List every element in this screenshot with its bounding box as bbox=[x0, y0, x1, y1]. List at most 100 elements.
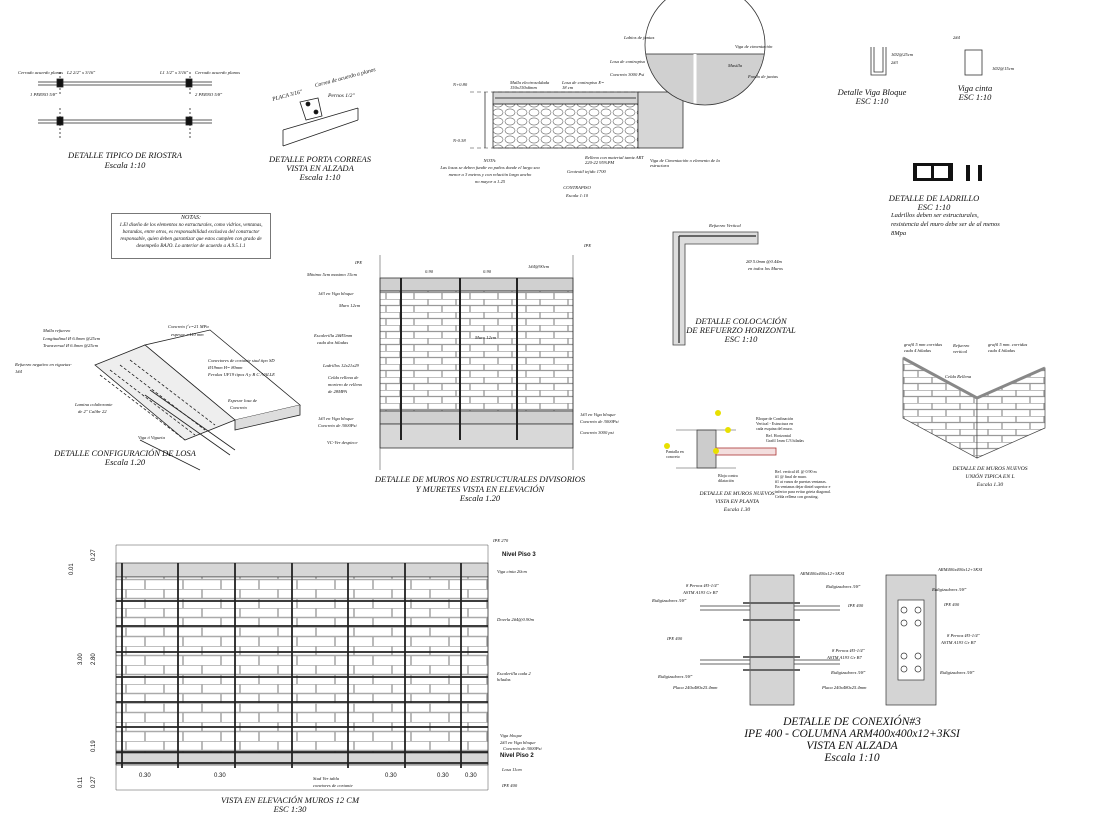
label: 1#4 bbox=[15, 369, 22, 374]
porta-correas-subtitle: VISTA EN ALZADA bbox=[286, 163, 354, 173]
label: Ridigizadores 3/8" bbox=[652, 598, 687, 603]
conexion-line3: VISTA EN ALZADA bbox=[806, 740, 898, 752]
ladrillo-note: 8Mpa bbox=[891, 230, 907, 237]
label: Refuerzo Vertical bbox=[709, 223, 741, 228]
label: ARM400x400x12+3KSI bbox=[938, 567, 983, 572]
muros-no-estructurales-subtitle: Y MURETES VISTA EN ELEVACIÓN bbox=[415, 484, 545, 494]
level-marker: Nivel Piso 2 bbox=[500, 753, 534, 759]
label: grafil 5 mm. corridas bbox=[988, 342, 1028, 347]
label: Losa 11cm bbox=[502, 767, 522, 772]
label: vertical bbox=[953, 349, 968, 354]
label: Concreto 3000 Psi bbox=[610, 72, 645, 77]
label: IPE bbox=[584, 243, 592, 248]
conexion-line2: IPE 400 - COLUMNA ARM400x400x12+3KSI bbox=[744, 728, 960, 740]
label: Viga ó Vigueta bbox=[138, 435, 165, 440]
label: 1Ø2@25cm bbox=[891, 52, 914, 57]
label: Muro 12cm bbox=[475, 335, 497, 340]
viga-bloque-title: Detalle Viga Bloque bbox=[837, 87, 907, 97]
label: Bloque de Confinación bbox=[756, 416, 794, 421]
conexion-title: DETALLE DE CONEXIÓN#3 bbox=[783, 716, 921, 728]
label: Escalerilla cada 2 bbox=[497, 671, 531, 676]
label: Pantalla en concreto bbox=[666, 449, 684, 459]
elevacion-scale: ESC 1:30 bbox=[273, 804, 307, 814]
label: Placa 240x480x25.4mm bbox=[822, 685, 867, 690]
label: L1 1/2" x 3/16" bbox=[160, 70, 189, 75]
dimension: 0.30 bbox=[139, 773, 151, 779]
label: Refuerzo bbox=[953, 343, 970, 348]
note-line: no mayor a 1.25 bbox=[474, 179, 506, 184]
label: 1#3 en Viga bloque bbox=[580, 412, 616, 417]
riostra-scale: Escala 1:10 bbox=[104, 160, 146, 170]
label: 2Ø 5.0mm @0.44m bbox=[746, 259, 782, 264]
label: Fondo de juntas bbox=[748, 74, 778, 79]
label: IPE bbox=[355, 260, 363, 265]
label: Ridigizadores 3/8" bbox=[932, 587, 967, 592]
dimension: 0.30 bbox=[385, 773, 397, 779]
label: Ladrillos 12x21x29 bbox=[323, 363, 359, 368]
muros-planta-scale: Escala 1.30 bbox=[723, 507, 751, 513]
label: Ref. Horizontal bbox=[766, 433, 791, 438]
label: IPE 400 bbox=[944, 602, 960, 607]
label: Ridigizadores 3/8" bbox=[826, 584, 861, 589]
union-l-detail bbox=[902, 356, 1046, 459]
label: Vertical - Estructura en bbox=[756, 421, 793, 426]
label: ARM400x400x12+3KSI bbox=[800, 571, 845, 576]
label: Viga cinta 20cm bbox=[497, 569, 527, 574]
label: Relleno con material tamiz ART 220-22 95… bbox=[585, 155, 644, 165]
label: Ridigizadores 3/8" bbox=[940, 670, 975, 675]
label: Ferulas UF19 tipos A y B C /VALLE bbox=[208, 372, 275, 377]
label: Losa de contrapiso bbox=[610, 59, 646, 64]
union-l-scale: Escala 1.30 bbox=[976, 482, 1004, 488]
label: ASTM A193 Gr B7 bbox=[683, 590, 718, 595]
conexion-scale: Escala 1:10 bbox=[824, 752, 880, 764]
label: Ridigizadores 3/8" bbox=[831, 670, 866, 675]
label: Pernos 1/2" bbox=[328, 93, 355, 99]
label: 1Ø2@15cm bbox=[992, 66, 1015, 71]
dimension: 0.30 bbox=[437, 773, 449, 779]
dimension: 0.19 bbox=[91, 740, 97, 752]
muros-no-estructurales-title: DETALLE DE MUROS NO ESTRUCTURALES DIVISO… bbox=[374, 474, 586, 484]
dimension: 0.11 bbox=[78, 776, 84, 788]
label: 2#4 bbox=[953, 35, 960, 40]
viga-bloque-scale: ESC 1:10 bbox=[855, 96, 889, 106]
label: de 2" Calibr 22 bbox=[78, 409, 107, 414]
label: Cerrado acuerdo planos bbox=[18, 70, 63, 75]
ladrillo-scale: ESC 1:10 bbox=[917, 202, 951, 212]
viga-cinta-scale: ESC 1:10 bbox=[958, 92, 992, 102]
label: Placa 240x480x25.4mm bbox=[673, 685, 718, 690]
notes-line: desempeño BAJO. Lo anterior de acuerdo a… bbox=[136, 243, 246, 249]
conexion-detail bbox=[700, 574, 937, 706]
label: ASTM A193 Gr B7 bbox=[941, 640, 976, 645]
label: 2#3 bbox=[891, 60, 898, 65]
label: Viga de cimentación bbox=[735, 44, 773, 49]
label: #1 at vanos de puertas ventanas. bbox=[775, 479, 827, 484]
notes-line: responsable, quien deben garantizar que … bbox=[120, 236, 262, 242]
losa-title: DETALLE CONFIGURACIÓN DE LOSA bbox=[54, 448, 196, 458]
label: Conectores de cortante stud tipo SD bbox=[208, 358, 275, 363]
label: IPE 400 bbox=[502, 783, 518, 788]
porta-correas-title: DETALLE PORTA CORREAS bbox=[269, 154, 371, 164]
label: Mínimo 5cm maximo 15cm bbox=[307, 272, 357, 277]
label: Concreto de 3000Psi bbox=[503, 746, 542, 751]
label: Viga bloque bbox=[500, 733, 522, 738]
label: Concreto f´c=21 MPa bbox=[168, 324, 209, 329]
label: 1 PERNO 5/8" bbox=[30, 92, 58, 97]
note-line: menor a 3 metros y con relación largo an… bbox=[448, 172, 532, 177]
label: VC-Ver despiece bbox=[327, 440, 358, 445]
label: Dovela 2#4@0.90m bbox=[497, 617, 534, 622]
label: Muro 12cm bbox=[339, 303, 361, 308]
label: 8 Pernos Ø3-1/4" bbox=[686, 583, 719, 588]
note-line: Las losas se deben fundir en paños donde… bbox=[440, 165, 540, 170]
dimension: 0.30 bbox=[214, 773, 226, 779]
label: Malla refuerzo bbox=[43, 328, 71, 333]
dimension: 0.90 bbox=[483, 269, 492, 274]
dimension: 3.00 bbox=[78, 653, 84, 665]
label: Celda Rellena bbox=[945, 374, 972, 379]
label: Viga de Cimentación o elemento de la est… bbox=[650, 158, 720, 168]
elevacion-title: VISTA EN ELEVACIÓN MUROS 12 CM bbox=[220, 795, 360, 805]
ladrillo-detail bbox=[913, 163, 982, 181]
dimension: 0.01 bbox=[69, 563, 75, 575]
label: conetores de cortante bbox=[313, 783, 353, 788]
label: IPE 400 bbox=[667, 636, 683, 641]
dimension: 0.27 bbox=[91, 776, 97, 788]
